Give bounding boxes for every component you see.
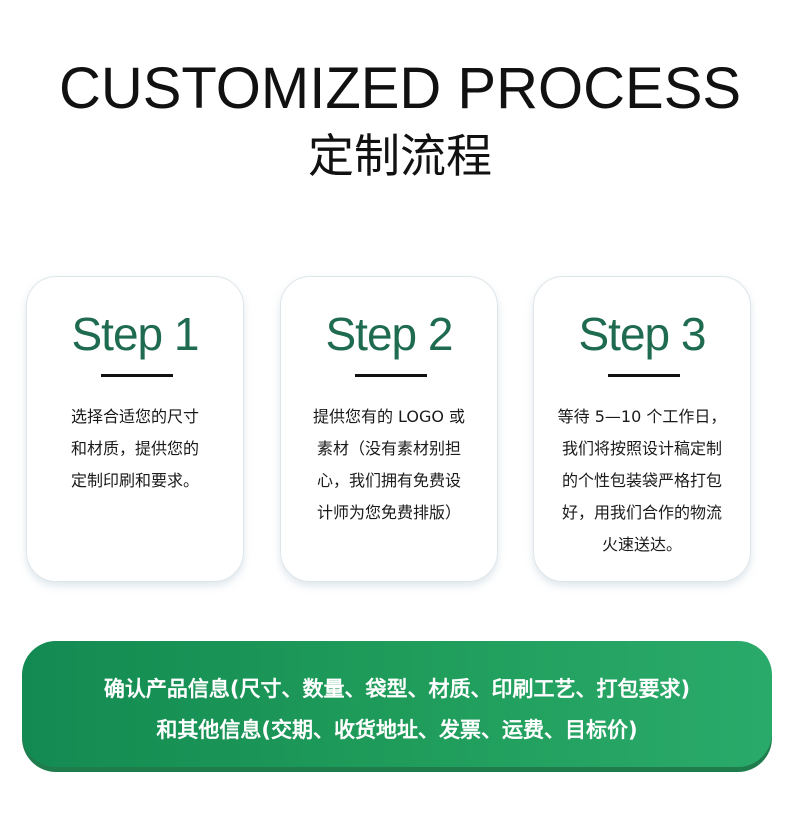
banner-line-other-info: 和其他信息(交期、收货地址、发票、运费、目标价) [156,718,638,742]
step-description: 选择合适您的尺寸 和材质，提供您的 定制印刷和要求。 [39,401,231,497]
page-title-english: CUSTOMIZED PROCESS [58,56,742,121]
step-card-2: Step 2 提供您有的 LOGO 或 素材（没有素材别担 心，我们拥有免费设 … [280,276,498,582]
step-description-line: 火速送达。 [601,535,682,554]
confirmation-banner: 确认产品信息(尺寸、数量、袋型、材质、印刷工艺、打包要求) 和其他信息(交期、收… [22,641,772,767]
step-description: 等待 5—10 个工作日， 我们将按照设计稿定制 的个性包装袋严格打包 好，用我… [546,401,738,561]
step-description-line: 定制印刷和要求。 [70,471,199,490]
step-card-3: Step 3 等待 5—10 个工作日， 我们将按照设计稿定制 的个性包装袋严格… [533,276,751,582]
step-title: Step 2 [325,308,454,360]
step-description-line: 计师为您免费排版） [316,503,461,522]
step-divider [608,374,680,377]
step-divider [101,374,173,377]
step-description-line: 选择合适您的尺寸 [70,407,199,426]
step-description-line: 好，用我们合作的物流 [561,503,722,522]
step-description-line: 素材（没有素材别担 [316,439,461,458]
step-divider [355,374,427,377]
step-description-line: 等待 5—10 个工作日， [557,407,727,426]
step-card-1: Step 1 选择合适您的尺寸 和材质，提供您的 定制印刷和要求。 [26,276,244,582]
step-description-line: 我们将按照设计稿定制 [561,439,722,458]
step-description: 提供您有的 LOGO 或 素材（没有素材别担 心，我们拥有免费设 计师为您免费排… [293,401,485,529]
step-title: Step 1 [71,308,200,360]
step-description-line: 提供您有的 LOGO 或 [312,407,466,426]
step-description-line: 心，我们拥有免费设 [316,471,461,490]
step-description-line: 和材质，提供您的 [70,439,199,458]
banner-line-product-info: 确认产品信息(尺寸、数量、袋型、材质、印刷工艺、打包要求) [103,677,691,701]
step-description-line: 的个性包装袋严格打包 [561,471,722,490]
step-title: Step 3 [578,308,707,360]
page-title-chinese: 定制流程 [308,129,492,183]
